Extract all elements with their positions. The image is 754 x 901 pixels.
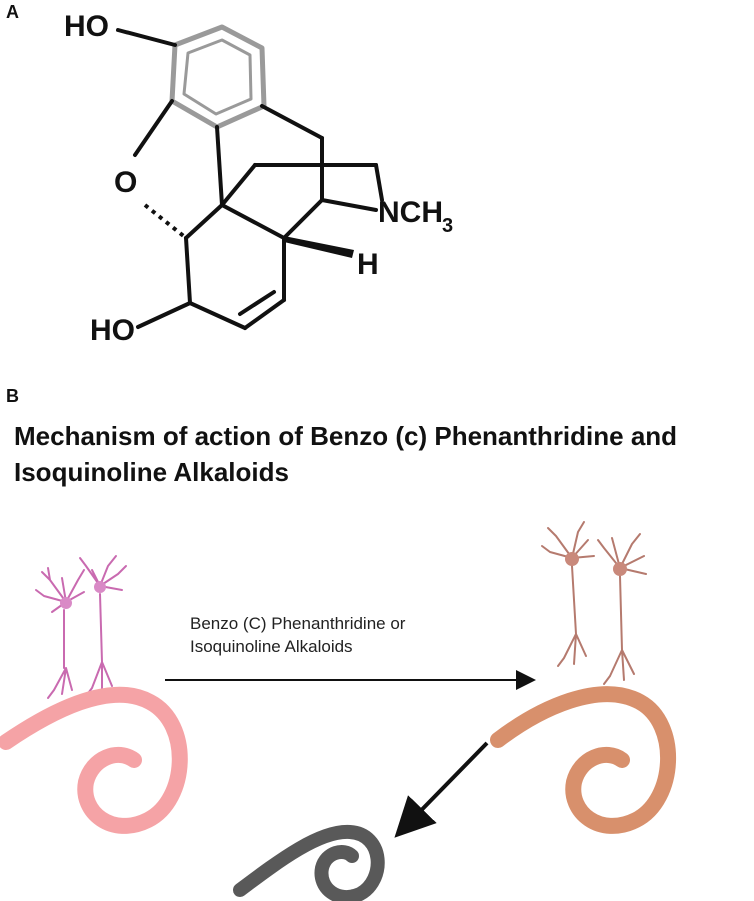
atom-nch-subscript: 3 [442, 215, 453, 237]
bonds [116, 28, 384, 330]
panel-b-label: B [6, 386, 19, 406]
atom-ho-top: HO [64, 10, 109, 43]
treatment-label-line-2: Isoquinoline Alkaloids [190, 637, 353, 656]
cochlea-right [490, 686, 677, 834]
treatment-label-line-1: Benzo (C) Phenanthridine or [190, 614, 406, 633]
neurons-right [541, 521, 647, 685]
atom-hydrogen: H [357, 248, 379, 281]
neuron-right-body-2 [613, 562, 627, 576]
neuron-left-body-1 [60, 597, 72, 609]
degeneration-arrow [394, 741, 489, 838]
dashed-bond [143, 203, 188, 240]
atom-oxygen: O [114, 166, 137, 199]
neuron-left-body-2 [94, 581, 106, 593]
cochlea-left [0, 686, 188, 834]
panel-b-title: Mechanism of action of Benzo (c) Phenant… [14, 418, 754, 490]
morphine-structure: HO O NCH 3 H HO [64, 10, 453, 347]
cochlea-damaged [233, 824, 385, 901]
title-line-2: Isoquinoline Alkaloids [14, 457, 289, 487]
neuron-right-body-1 [565, 552, 579, 566]
aromatic-ring [169, 24, 267, 130]
treatment-label: Benzo (C) Phenanthridine or Isoquinoline… [190, 612, 405, 658]
neurons-left [35, 555, 127, 699]
title-line-1: Mechanism of action of Benzo (c) Phenant… [14, 421, 678, 451]
atom-ho-bottom: HO [90, 314, 135, 347]
panel-a-label: A [6, 2, 19, 22]
atom-nch: NCH [378, 196, 443, 229]
wedge-bond [284, 236, 354, 258]
